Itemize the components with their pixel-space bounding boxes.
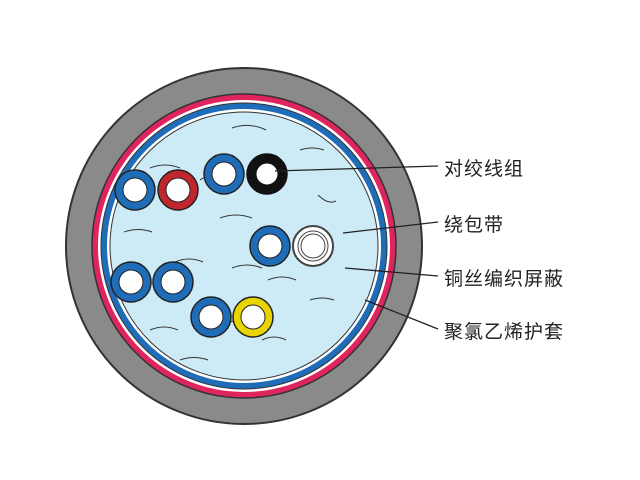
leader-line-braid-shield (344, 267, 439, 277)
wire-yellow (232, 296, 274, 338)
wire-blue (152, 261, 194, 303)
wire-pair-2 (203, 153, 288, 195)
wire-red (157, 169, 199, 211)
wire-blue (249, 225, 291, 267)
wire-blue (190, 296, 232, 338)
wire-black (246, 153, 288, 195)
wire-pair-4 (110, 261, 194, 303)
leader-line-wrap-tape (342, 221, 439, 234)
wire-pair-1 (114, 169, 199, 211)
leader-lines (274, 165, 439, 330)
filler-texture (123, 124, 337, 361)
label-twisted-pair-group: 对绞线组 (444, 158, 525, 180)
leader-line-pvc-sheath (364, 299, 439, 330)
wire-pair-3 (249, 225, 334, 267)
wire-blue (114, 169, 156, 211)
wire-pair-5 (190, 296, 274, 338)
wire-blue (203, 153, 245, 195)
leader-line-twisted-pair (274, 165, 439, 172)
wire-white (292, 225, 334, 267)
label-wrap-tape: 绕包带 (444, 214, 505, 236)
filler (109, 111, 379, 381)
label-pvc-sheath: 聚氯乙烯护套 (444, 321, 565, 343)
wire-blue (110, 261, 152, 303)
label-copper-braid-shield: 铜丝编织屏蔽 (444, 268, 565, 290)
